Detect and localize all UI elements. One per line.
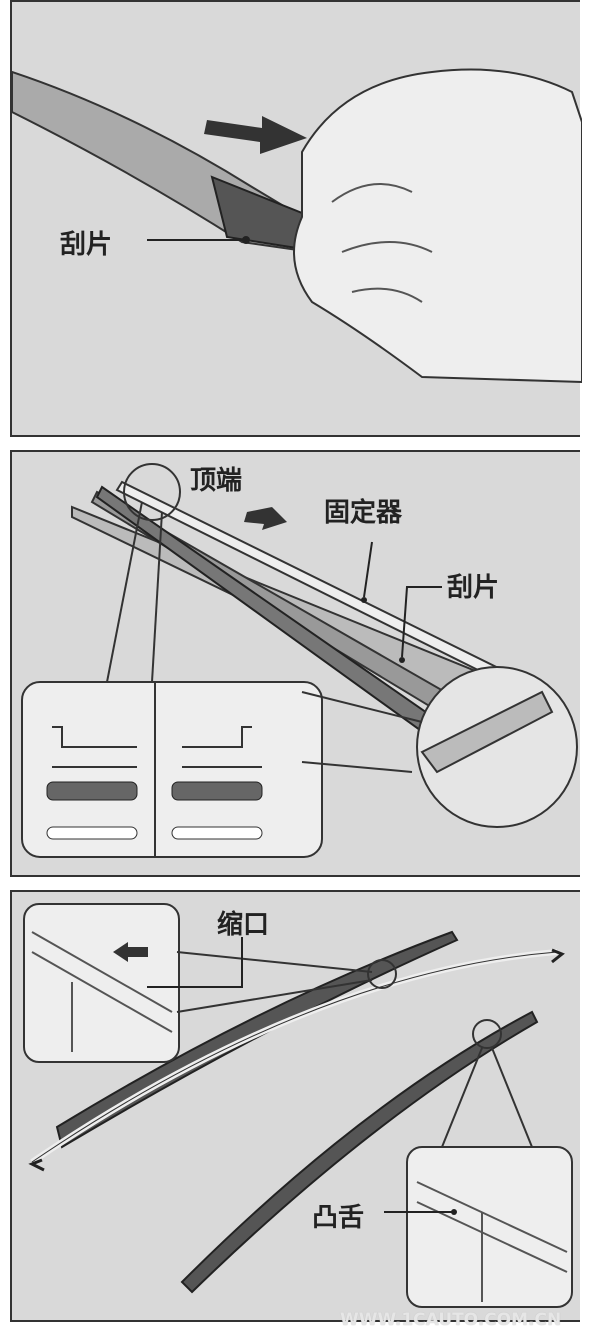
panel-install-blade: 缩口 凸舌 xyxy=(10,890,580,1322)
install-blade-illustration xyxy=(23,903,573,1308)
watermark: WWW.1CAUTO.COM.CN xyxy=(340,1310,562,1330)
arrow-left-icon xyxy=(113,942,148,962)
hand-pulling-blade-illustration xyxy=(12,68,582,384)
label-tab: 凸舌 xyxy=(312,1203,365,1233)
label-holder: 固定器 xyxy=(324,498,403,528)
holder-blade-illustration xyxy=(21,463,578,858)
panel-blade-holder: 顶端 固定器 刮片 xyxy=(10,450,580,877)
arrow-right-icon xyxy=(204,116,307,154)
label-notch: 缩口 xyxy=(217,910,270,940)
panel-remove-blade: 刮片 xyxy=(10,0,582,437)
label-blade: 刮片 xyxy=(60,230,113,260)
label-blade: 刮片 xyxy=(447,573,500,603)
arrow-left-icon xyxy=(244,502,287,530)
label-top-end: 顶端 xyxy=(190,466,243,496)
